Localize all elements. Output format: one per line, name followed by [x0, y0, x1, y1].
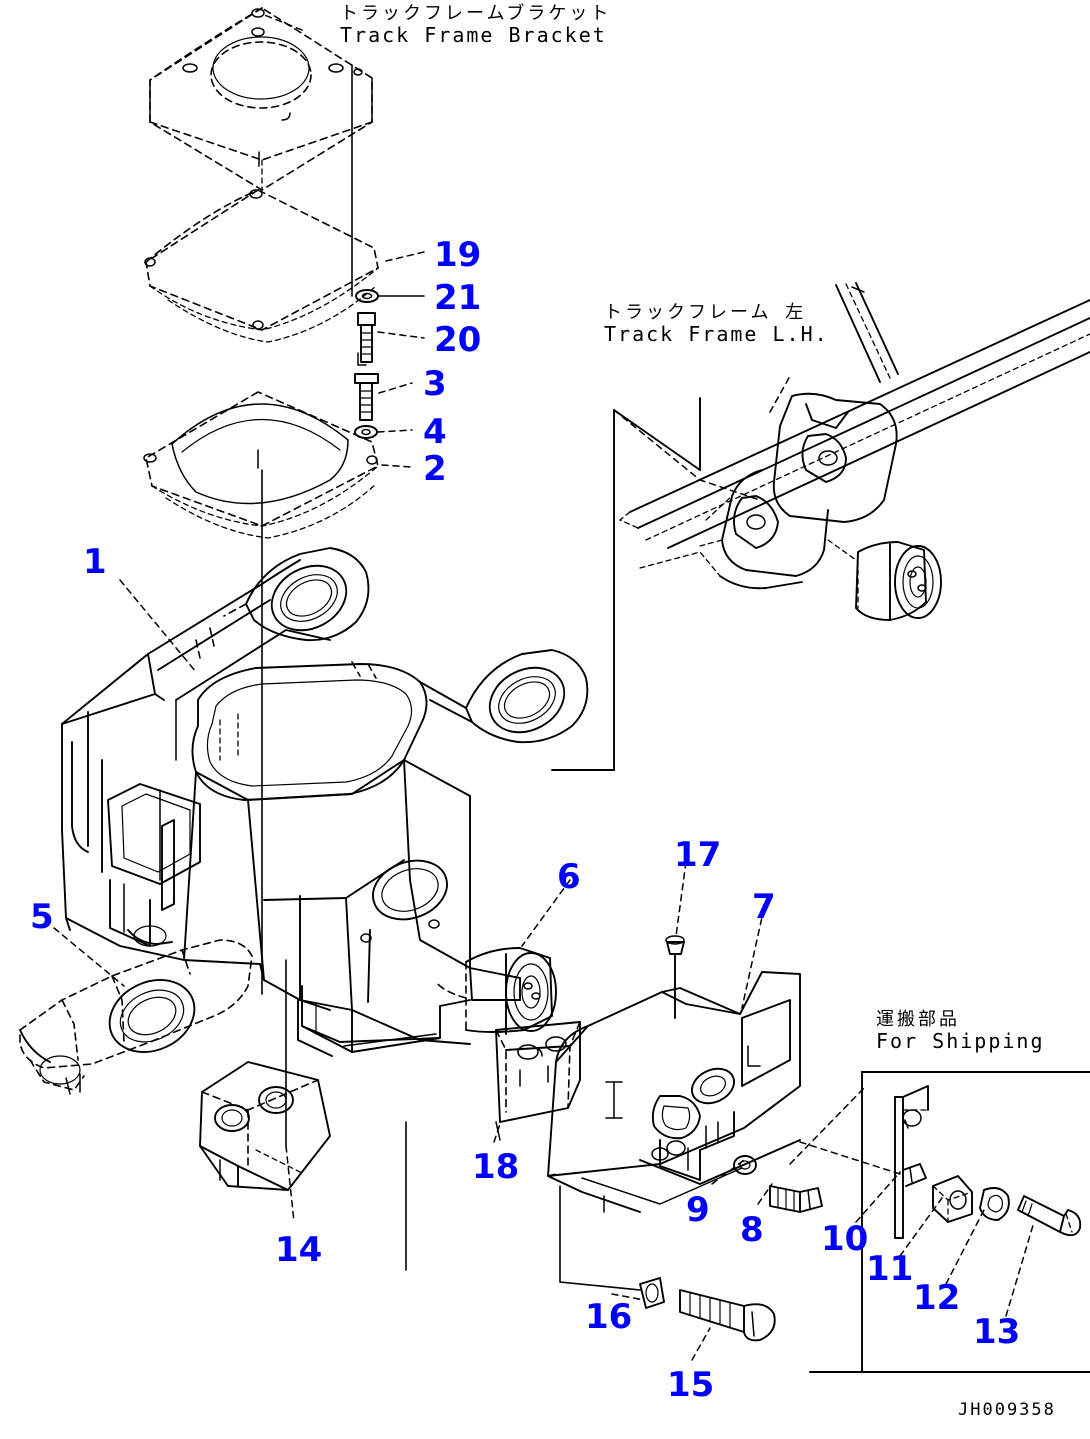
part-5-bracket-arm	[19, 939, 253, 1095]
part-19-gasket-plate	[144, 189, 379, 343]
caption-track-frame-bracket: トラックフレームブラケット Track Frame Bracket	[340, 3, 612, 48]
caption-for-shipping: 運搬部品 For Shipping	[876, 1009, 1045, 1054]
part-6-roller	[435, 947, 557, 1035]
part-2-dome-cover	[143, 391, 379, 539]
part-18-guard-bracket	[495, 1021, 581, 1141]
callout-6: 6	[557, 857, 581, 897]
part-4-washer	[354, 425, 378, 439]
caption-lh-jp: トラックフレーム 左	[604, 302, 807, 323]
part-7-side-plate	[547, 971, 801, 1213]
part-17-grease-nipple	[665, 935, 685, 1019]
part-8-bolt-short	[769, 1185, 823, 1213]
caption-shipping-jp: 運搬部品	[876, 1009, 960, 1030]
part-20-bolt	[357, 312, 376, 366]
part-1-track-frame-bracket-body	[61, 547, 589, 1057]
caption-shipping-en: For Shipping	[876, 1029, 1045, 1054]
callout-19: 19	[434, 235, 482, 275]
callout-13: 13	[973, 1312, 1021, 1352]
leader-lines-top	[261, 13, 425, 995]
callout-8: 8	[740, 1210, 764, 1250]
inset-track-frame-lh	[551, 282, 1090, 771]
callout-11: 11	[866, 1249, 914, 1289]
part-15-bolt-long	[679, 1289, 776, 1342]
callout-10: 10	[821, 1219, 869, 1259]
callout-18: 18	[472, 1147, 520, 1187]
callout-2: 2	[423, 449, 447, 489]
part-3-bolt	[354, 373, 379, 421]
callout-5: 5	[30, 897, 54, 937]
document-id: JH009358	[958, 1400, 1056, 1420]
for-shipping-box	[809, 1071, 1090, 1373]
callout-1: 1	[83, 542, 107, 582]
leader-lines-shipping	[789, 1085, 1035, 1317]
caption-lh-en: Track Frame L.H.	[604, 322, 829, 347]
part-16-washer-flat	[639, 1277, 665, 1309]
callout-21: 21	[434, 278, 482, 318]
callout-20: 20	[434, 320, 482, 360]
callout-14: 14	[275, 1230, 323, 1270]
callout-12: 12	[913, 1278, 961, 1318]
callout-16: 16	[585, 1297, 633, 1337]
part-21-washer	[355, 289, 379, 303]
caption-track-frame-lh: トラックフレーム 左 Track Frame L.H.	[604, 302, 829, 347]
callout-9: 9	[686, 1190, 710, 1230]
callout-4: 4	[423, 412, 447, 452]
part-14-mount-block	[199, 1061, 331, 1191]
leader-lines-lower	[53, 579, 773, 1361]
caption-title-en: Track Frame Bracket	[340, 23, 607, 48]
callout-7: 7	[752, 887, 776, 927]
callout-3: 3	[423, 364, 447, 404]
callout-15: 15	[667, 1365, 715, 1405]
caption-title-jp: トラックフレームブラケット	[340, 3, 612, 24]
part-19-cover-plate-top	[149, 7, 373, 191]
callout-17: 17	[674, 835, 722, 875]
part-9-washer-small	[733, 1155, 757, 1175]
